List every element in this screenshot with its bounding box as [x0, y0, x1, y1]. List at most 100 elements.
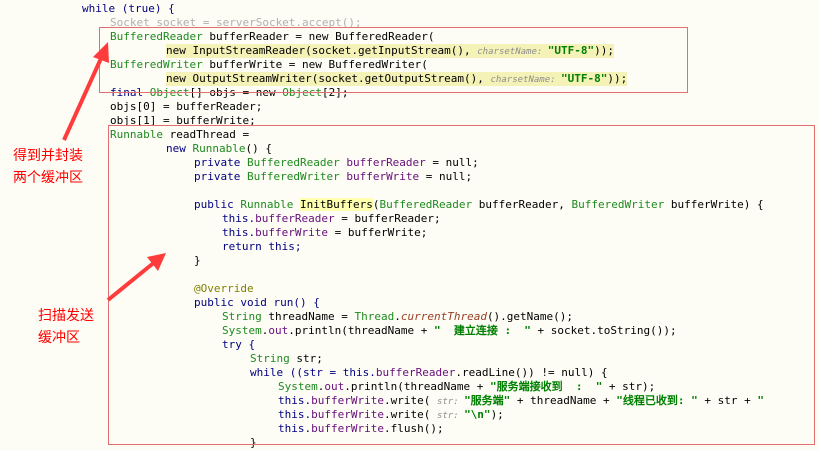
field-name: bufferWrite	[255, 226, 328, 239]
code-text: ));	[594, 44, 614, 57]
code-text: + str);	[602, 380, 656, 393]
note-text: 得到并封装	[13, 148, 83, 164]
code-line-12: private BufferedReader bufferReader = nu…	[194, 156, 479, 170]
code-text: ().getName();	[486, 310, 574, 323]
type-name: BufferedWriter	[246, 170, 340, 183]
code-text: readThread =	[162, 128, 250, 141]
code-line-25: while ((str = this.bufferReader.readLine…	[250, 366, 608, 380]
code-text: () {	[245, 142, 272, 155]
code-line-22: System.out.println(threadName + " 建立连接 :…	[222, 324, 677, 338]
code-text: bufferWrite) {	[664, 198, 764, 211]
type-name: System	[278, 380, 318, 393]
code-text: .flush();	[383, 422, 444, 435]
type-name: Runnable	[240, 198, 294, 211]
string-literal: "服务端"	[464, 394, 511, 407]
code-line-20: public void run() {	[194, 296, 320, 310]
field-name: bufferReader	[255, 212, 335, 225]
code-line-21: String threadName = Thread.currentThread…	[222, 310, 573, 324]
code-line-8: objs[0] = bufferReader;	[110, 100, 262, 114]
note-text: 扫描发送	[38, 308, 94, 324]
code-text: .	[261, 324, 269, 337]
code-line-17: return this;	[222, 240, 301, 254]
code-line-6: new OutputStreamWriter(socket.getOutputS…	[166, 72, 628, 86]
keyword: public	[194, 198, 241, 211]
code-line-24: String str;	[250, 352, 323, 366]
note-buffers: 得到并封装 两个缓冲区	[13, 145, 83, 189]
param-hint: charsetName:	[490, 75, 561, 85]
code-line-26: System.out.println(threadName + "服务端接收到 …	[278, 380, 655, 394]
code-text: }	[250, 436, 257, 449]
note-scan: 扫描发送 缓冲区	[38, 305, 94, 349]
keyword: private	[194, 156, 247, 169]
code-line-5: BufferedWriter bufferWrite = new Buffere…	[110, 58, 428, 72]
code-text: .println(threadName +	[344, 380, 490, 393]
method-name: InitBuffers	[299, 198, 373, 211]
keyword: this.	[278, 408, 312, 421]
field-name: bufferWrite	[311, 408, 384, 421]
type-name: BufferedReader	[246, 156, 340, 169]
type-name: Runnable	[192, 142, 246, 155]
code-text: = null;	[425, 156, 479, 169]
code-text: threadName =	[261, 310, 355, 323]
code-text: new InputStreamReader(socket.getInputStr…	[166, 44, 478, 57]
code-line-23: try {	[222, 338, 255, 352]
code-line-18: }	[194, 254, 201, 268]
code-text: .write(	[383, 408, 437, 421]
static-method: currentThread	[400, 310, 487, 323]
string-literal: "UTF-8"	[560, 72, 608, 85]
note-text: 缓冲区	[38, 330, 80, 346]
string-literal: "线程已收到: "	[616, 394, 698, 407]
keyword: this.	[278, 422, 312, 435]
keyword: try {	[222, 338, 256, 351]
code-line-19: @Override	[194, 282, 254, 296]
code-line-1: while (true) {	[82, 2, 175, 16]
code-text: + socket.toString());	[530, 324, 677, 337]
code-line-30: }	[250, 436, 257, 450]
code-text: = null;	[419, 170, 473, 183]
code-text: bufferReader = new BufferedReader(	[202, 30, 435, 43]
param-hint: str:	[436, 397, 465, 407]
type-name: Runnable	[110, 128, 163, 141]
code-text: .readLine()) != null) {	[455, 366, 608, 379]
field-name: bufferWrite	[311, 422, 384, 435]
code-line-3: BufferedReader bufferReader = new Buffer…	[110, 30, 435, 44]
type-name: Thread	[354, 310, 395, 323]
code-text: ));	[607, 72, 628, 85]
keyword: private	[194, 170, 247, 183]
code-line-11: new Runnable() {	[166, 142, 272, 156]
highlight-box-runnable	[108, 125, 815, 445]
code-line-10: Runnable readThread =	[110, 128, 249, 142]
field-name: bufferWrite	[346, 170, 420, 183]
code-text: .println(threadName +	[288, 324, 434, 337]
string-literal: " 建立连接 : "	[433, 324, 531, 337]
code-text: + str +	[697, 394, 758, 407]
type-name: BufferedReader	[110, 30, 203, 43]
code-line-27: this.bufferWrite.write( str: "服务端" + thr…	[278, 394, 764, 408]
code-text: Socket socket = serverSocket.accept();	[110, 16, 362, 29]
code-line-28: this.bufferWrite.write( str: "\n");	[278, 408, 504, 422]
code-text: }	[194, 254, 201, 267]
code-text: );	[490, 408, 504, 421]
type-name: BufferedReader	[379, 198, 473, 211]
code-line-14: public Runnable InitBuffers(BufferedRead…	[194, 198, 764, 212]
code-text: = bufferWrite;	[327, 226, 428, 239]
type-name: BufferedWriter	[571, 198, 665, 211]
field-name: bufferReader	[375, 366, 456, 379]
code-text: .	[317, 380, 325, 393]
keyword: while ((str = this.	[250, 366, 376, 379]
arrow-icon	[106, 253, 166, 302]
code-text: .write(	[383, 394, 437, 407]
param-hint: charsetName:	[477, 47, 548, 57]
code-text: objs[0] = bufferReader;	[110, 100, 263, 113]
keyword: new	[166, 142, 193, 155]
keyword: this.	[278, 394, 312, 407]
string-literal: "服务端接收到 : "	[489, 380, 603, 393]
keyword: public void run() {	[194, 296, 320, 309]
type-name: BufferedWriter	[110, 58, 203, 71]
param-hint: str:	[436, 411, 465, 421]
string-literal: "	[757, 394, 765, 407]
code-text: (	[372, 198, 380, 211]
code-text: = bufferReader;	[334, 212, 441, 225]
field-name: out	[268, 324, 289, 337]
